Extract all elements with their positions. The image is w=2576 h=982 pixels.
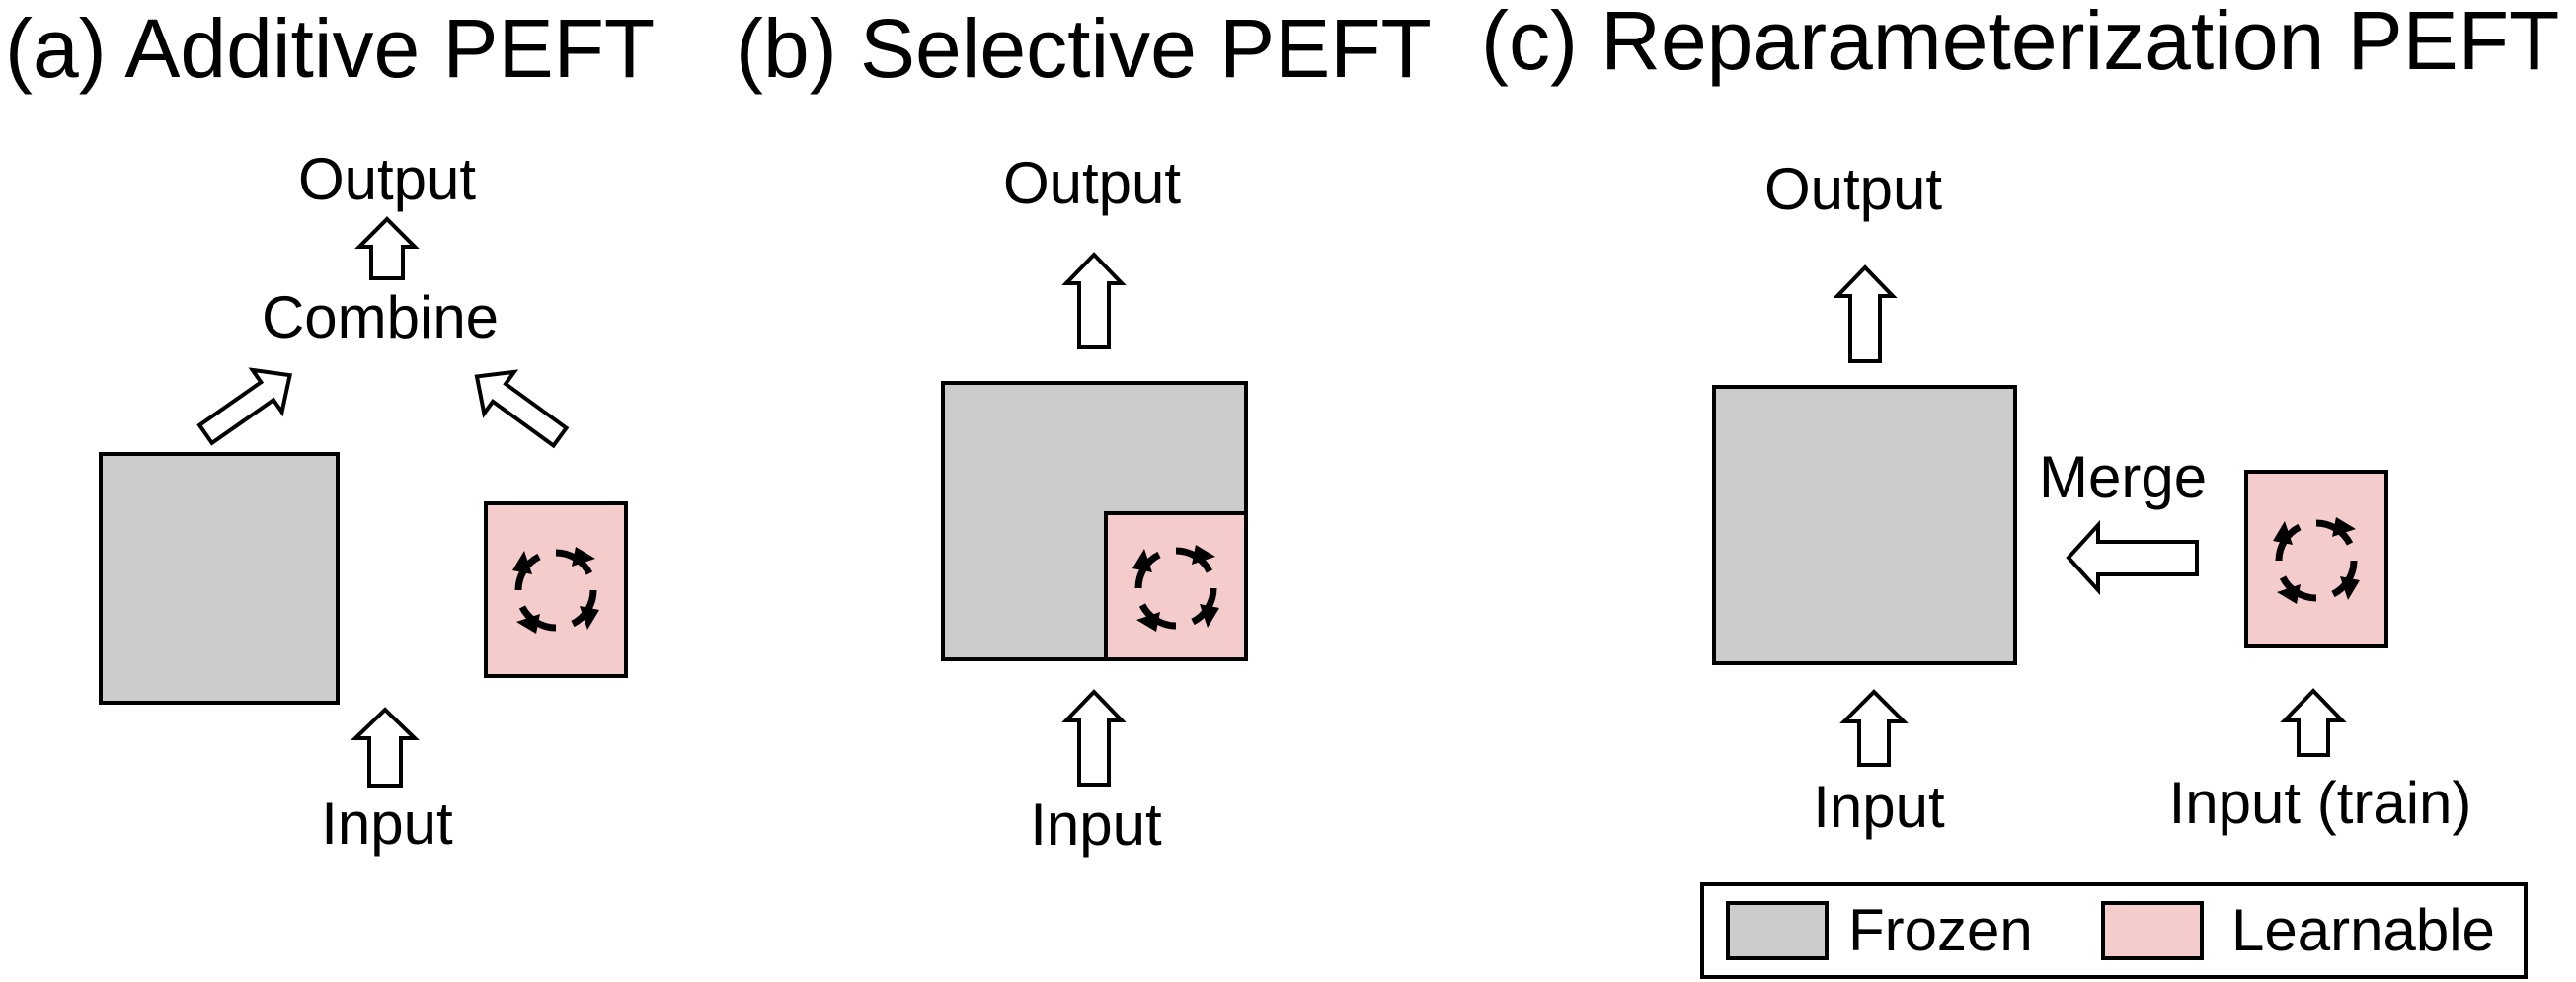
panel-title-additive: (a) Additive PEFT — [5, 2, 655, 95]
legend-frozen-swatch — [1726, 901, 1829, 960]
up-arrow-icon — [1061, 689, 1127, 787]
input-label-reparameterization: Input — [1813, 774, 1945, 840]
legend-learnable-swatch — [2101, 901, 2204, 960]
output-label-selective: Output — [1003, 150, 1181, 216]
legend-frozen-label: Frozen — [1848, 897, 2033, 963]
learnable-update-block — [2244, 470, 2388, 648]
panel-title-reparameterization: (c) Reparameterization PEFT — [1481, 0, 2559, 87]
up-arrow-icon — [2280, 688, 2347, 757]
learnable-subset-block — [1104, 511, 1248, 661]
legend-learnable-label: Learnable — [2231, 897, 2495, 963]
panel-additive: (a) Additive PEFT Output Combine Input — [5, 2, 655, 857]
diagonal-arrow-icon — [196, 367, 293, 446]
left-arrow-icon — [2066, 519, 2199, 596]
input-label-additive: Input — [321, 791, 453, 857]
diagonal-arrow-icon — [474, 369, 570, 449]
frozen-weights-block — [1712, 385, 2017, 665]
output-label-additive: Output — [298, 146, 476, 212]
up-arrow-icon — [354, 216, 420, 280]
panel-title-selective: (b) Selective PEFT — [736, 2, 1432, 95]
panel-reparameterization: (c) Reparameterization PEFT Output Merge… — [1481, 0, 2559, 840]
input-train-label: Input (train) — [2169, 770, 2472, 836]
up-arrow-icon — [351, 707, 420, 788]
panel-selective: (b) Selective PEFT Output Input — [736, 2, 1432, 858]
merge-label: Merge — [2039, 444, 2207, 510]
learnable-module-block — [484, 501, 628, 678]
frozen-weights-block — [99, 452, 340, 705]
input-label-selective: Input — [1030, 792, 1162, 858]
output-label-reparameterization: Output — [1764, 156, 1942, 222]
combine-label: Combine — [262, 284, 499, 350]
legend: Frozen Learnable — [1700, 882, 2528, 979]
up-arrow-icon — [1061, 252, 1127, 349]
up-arrow-icon — [1833, 264, 1898, 363]
up-arrow-icon — [1839, 689, 1909, 767]
